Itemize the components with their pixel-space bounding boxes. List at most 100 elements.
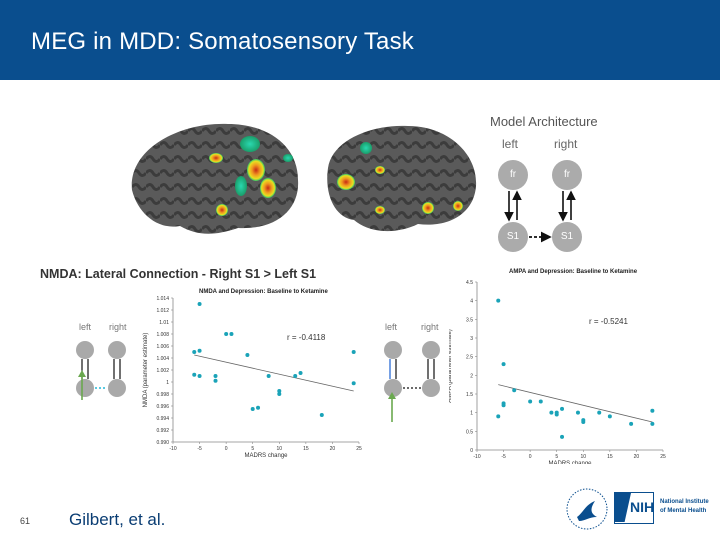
data-point	[351, 381, 356, 386]
data-point	[224, 332, 229, 336]
x-tick-label: 25	[356, 446, 362, 452]
data-point	[528, 399, 533, 404]
nmda-scatter-plot: 0.9900.9920.9940.9960.99811.0021.0041.00…	[143, 296, 362, 459]
arch-left-label: left	[502, 137, 519, 151]
node-fr-left: fr	[498, 160, 528, 190]
ampa-plot-title: AMPA and Depression: Baseline to Ketamin…	[509, 269, 638, 275]
x-tick-label: -10	[473, 454, 480, 460]
y-tick-label: 1.004	[156, 356, 169, 362]
y-tick-label: 1.008	[156, 332, 169, 338]
data-point	[597, 410, 602, 415]
x-tick-label: 15	[303, 446, 309, 452]
correlation-annotation: r = -0.5241	[589, 317, 628, 326]
y-tick-label: 3	[470, 336, 473, 342]
data-point	[650, 421, 655, 426]
mini2-right-label: right	[421, 322, 439, 332]
x-tick-label: 5	[555, 454, 558, 460]
data-point	[607, 414, 612, 419]
x-tick-label: 10	[277, 446, 283, 452]
data-point	[351, 350, 356, 354]
data-point	[250, 407, 255, 411]
data-point	[245, 353, 250, 357]
data-point	[538, 399, 543, 404]
data-point	[192, 350, 197, 354]
y-tick-label: 2.5	[466, 355, 473, 361]
hhs-logo	[566, 488, 608, 530]
results-figure: NMDA: Lateral Connection - Right S1 > Le…	[37, 262, 672, 465]
y-axis-label: NMDA (parameter estimate)	[143, 333, 149, 408]
mini-diagram-ampa: left right	[384, 322, 440, 397]
x-tick-label: -10	[169, 446, 176, 452]
y-tick-label: 0.996	[156, 404, 169, 410]
nimh-name: National Institute of Mental Health	[660, 499, 709, 514]
nmda-plot-title: NMDA and Depression: Baseline to Ketamin…	[199, 289, 328, 295]
arch-right-label: right	[554, 137, 578, 151]
data-point	[512, 388, 517, 393]
y-tick-label: 1.012	[156, 308, 169, 314]
x-tick-label: 0	[529, 454, 532, 460]
y-tick-label: 4.5	[466, 280, 473, 286]
x-tick-label: 0	[225, 446, 228, 452]
x-tick-label: -5	[501, 454, 506, 460]
y-tick-label: 0.5	[466, 429, 473, 435]
y-tick-label: 0	[470, 448, 473, 454]
y-tick-label: 3.5	[466, 317, 473, 323]
x-tick-label: 5	[251, 446, 254, 452]
y-tick-label: 1	[166, 380, 169, 386]
y-tick-label: 1.5	[466, 392, 473, 398]
node-s1-left: S1	[498, 222, 528, 252]
brain-activation-images	[118, 110, 484, 252]
x-tick-label: 20	[634, 454, 640, 460]
data-point	[629, 421, 634, 426]
data-point	[501, 401, 506, 406]
data-point	[575, 410, 580, 415]
x-tick-label: 15	[607, 454, 613, 460]
data-point	[549, 410, 554, 415]
y-tick-label: 1.014	[156, 296, 169, 302]
nih-logo: NIH	[614, 492, 654, 524]
model-architecture-diagram: Model Architecture left right fr fr S1 S…	[484, 110, 608, 252]
page-number: 61	[20, 516, 31, 526]
y-tick-label: 0.990	[156, 440, 169, 446]
y-tick-label: 2	[470, 373, 473, 379]
nih-logo-text: NIH	[630, 499, 655, 515]
arch-connections	[504, 190, 576, 243]
data-point	[560, 406, 565, 411]
data-point	[197, 374, 202, 378]
data-point	[192, 372, 197, 377]
trend-line	[498, 384, 653, 423]
mini2-left-label: left	[385, 322, 398, 332]
x-tick-label: 20	[330, 446, 336, 452]
data-point	[197, 302, 202, 306]
data-point	[266, 374, 271, 378]
data-point	[229, 332, 234, 336]
y-tick-label: 0.992	[156, 428, 169, 434]
data-point	[501, 362, 506, 367]
data-point	[277, 392, 282, 396]
data-point	[581, 418, 586, 423]
mini-arrow-ampa	[388, 392, 396, 422]
data-point	[197, 348, 202, 353]
slide-title: MEG in MDD: Somatosensory Task	[31, 28, 415, 55]
mini-arrow-nmda	[78, 370, 86, 400]
data-point	[293, 374, 298, 378]
y-tick-label: 0.994	[156, 416, 169, 422]
x-tick-label: 25	[660, 454, 666, 460]
correlation-annotation: r = -0.4118	[287, 333, 326, 342]
x-axis-label: MADRS change	[244, 453, 288, 459]
data-point	[277, 389, 282, 393]
figure-title: NMDA: Lateral Connection - Right S1 > Le…	[40, 267, 317, 281]
y-axis-label: AMPA (parameter estimate)	[449, 329, 453, 403]
data-point	[496, 298, 501, 303]
x-tick-label: -5	[197, 446, 202, 452]
data-point	[650, 408, 655, 413]
data-point	[213, 378, 218, 383]
mini-diagram-nmda: left right	[76, 322, 127, 397]
y-tick-label: 4	[470, 299, 473, 305]
trend-line	[194, 354, 354, 392]
y-tick-label: 1.01	[159, 320, 169, 326]
author-credit: Gilbert, et al.	[69, 510, 166, 529]
data-point	[554, 412, 559, 417]
data-point	[213, 374, 218, 378]
